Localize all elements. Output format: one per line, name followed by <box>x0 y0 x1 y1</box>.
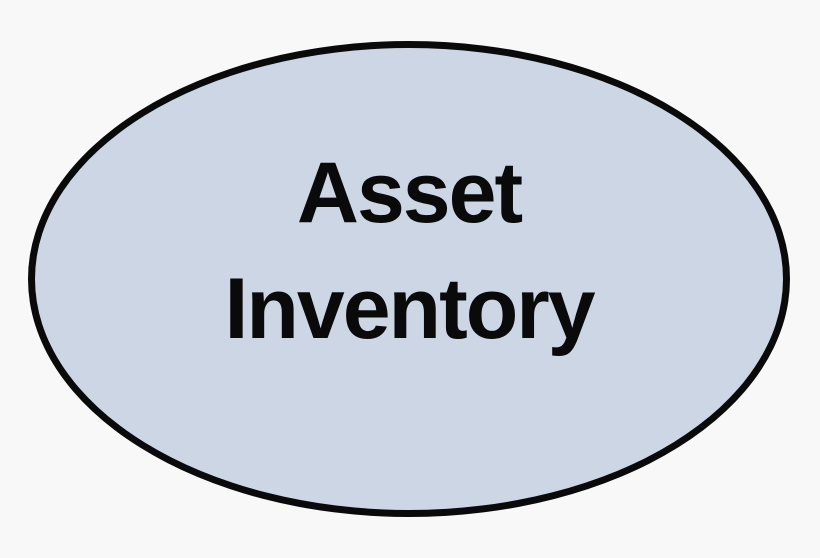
node-label-line-1: Asset <box>296 145 523 241</box>
asset-inventory-node: Asset Inventory <box>28 41 790 517</box>
node-label-line-2: Inventory <box>224 261 595 357</box>
node-label: Asset Inventory <box>224 135 595 367</box>
